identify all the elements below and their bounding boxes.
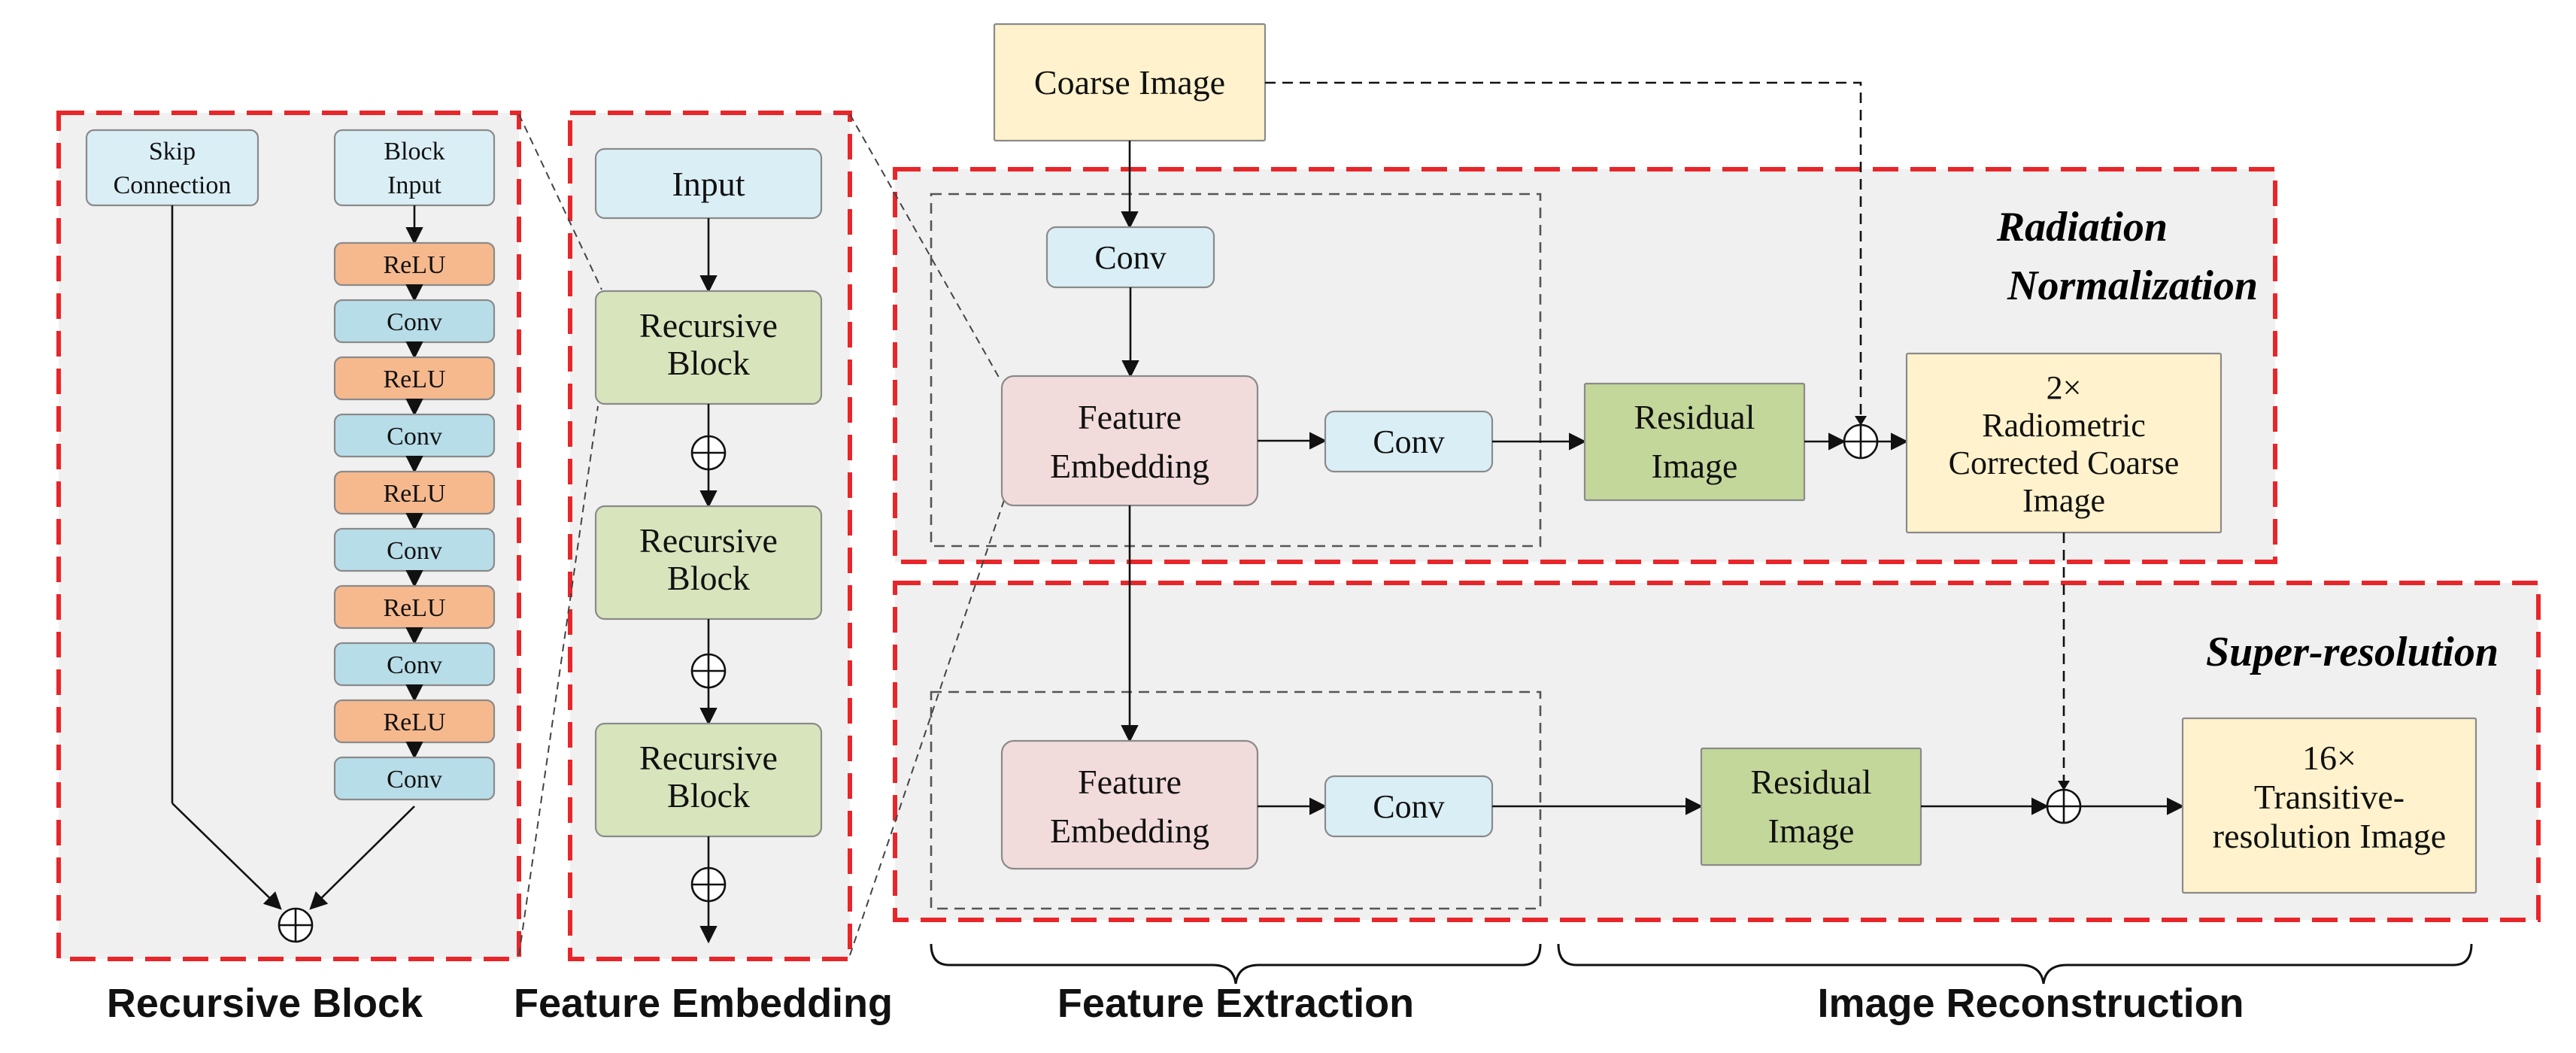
svg-text:Embedding: Embedding	[1050, 812, 1209, 850]
conv-top-node: Conv	[1045, 226, 1215, 289]
zoom-line-1	[518, 114, 602, 290]
svg-text:Residual: Residual	[1751, 763, 1872, 801]
conv-layer-10: Conv	[333, 756, 496, 801]
input-node: Input	[594, 147, 823, 220]
svg-text:Block: Block	[667, 344, 750, 382]
svg-text:ReLU: ReLU	[383, 366, 445, 393]
svg-text:Feature: Feature	[1078, 763, 1182, 801]
feature-embedding-node-1: Feature Embedding	[1000, 375, 1259, 507]
radiation-label-line2: Normalization	[2007, 262, 2258, 309]
conv-layer-8: Conv	[333, 642, 496, 687]
svg-text:2×: 2×	[2047, 369, 2082, 406]
skip-connection-node: Skip Connection	[85, 129, 259, 207]
output-2x-node: 2× Radiometric Corrected Coarse Image	[1905, 352, 2223, 534]
feature-extraction-box-top	[930, 193, 1542, 548]
feature-extraction-box-bottom	[930, 690, 1542, 910]
conv-node-1: Conv	[1324, 410, 1494, 473]
conv-layer-4: Conv	[333, 413, 496, 458]
residual-image-node-2: Residual Image	[1700, 747, 1922, 866]
svg-text:Conv: Conv	[1373, 423, 1444, 460]
conv-node-2: Conv	[1324, 775, 1494, 838]
coarse-skip-dashed	[1265, 81, 1862, 423]
svg-text:Image: Image	[1768, 812, 1855, 850]
label-feature-extraction: Feature Extraction	[1057, 981, 1414, 1026]
svg-text:Block: Block	[667, 776, 750, 815]
relu-layer-1: ReLU	[333, 241, 496, 287]
relu-layer-5: ReLU	[333, 470, 496, 515]
svg-text:Conv: Conv	[1373, 788, 1444, 825]
label-recursive-block: Recursive Block	[107, 981, 423, 1026]
sum-node-fe-2	[690, 653, 727, 689]
brace-image-reconstruction	[1557, 943, 2473, 985]
svg-text:Recursive: Recursive	[639, 306, 778, 344]
svg-text:Conv: Conv	[387, 651, 442, 679]
svg-text:Image: Image	[2022, 482, 2105, 519]
svg-text:resolution Image: resolution Image	[2213, 817, 2446, 855]
output-16x-node: 16× Transitive- resolution Image	[2181, 717, 2477, 894]
relu-layer-9: ReLU	[333, 699, 496, 744]
svg-text:Block: Block	[384, 138, 445, 165]
recursive-block-1: Recursive Block	[594, 290, 823, 405]
svg-text:Feature: Feature	[1078, 398, 1182, 436]
svg-text:Input: Input	[672, 165, 745, 203]
zoom-line-2	[518, 405, 599, 956]
svg-text:Conv: Conv	[387, 308, 442, 336]
svg-text:ReLU: ReLU	[383, 594, 445, 622]
label-feature-embedding: Feature Embedding	[514, 981, 893, 1026]
svg-text:ReLU: ReLU	[383, 251, 445, 279]
svg-text:Input: Input	[387, 171, 441, 199]
svg-text:Conv: Conv	[387, 423, 442, 451]
svg-text:Connection: Connection	[114, 171, 232, 199]
svg-text:Residual: Residual	[1634, 398, 1755, 436]
svg-text:Conv: Conv	[387, 537, 442, 565]
relu-layer-7: ReLU	[333, 584, 496, 630]
recursive-block-2: Recursive Block	[594, 505, 823, 621]
block-input-node: Block Input	[333, 129, 496, 207]
label-image-reconstruction: Image Reconstruction	[1817, 981, 2244, 1026]
super-resolution-label: Super-resolution	[2206, 629, 2499, 675]
feature-embedding-node-2: Feature Embedding	[1000, 739, 1259, 870]
svg-text:Conv: Conv	[387, 766, 442, 794]
relu-layer-3: ReLU	[333, 356, 496, 401]
svg-text:16×: 16×	[2302, 739, 2356, 777]
sum-node-fe-3	[690, 866, 727, 903]
conv-layer-6: Conv	[333, 527, 496, 572]
conv-layer-2: Conv	[333, 299, 496, 344]
zoom-line-4	[849, 499, 1005, 956]
svg-text:ReLU: ReLU	[383, 480, 445, 508]
conv-to-sum	[309, 806, 415, 910]
brace-feature-extraction	[930, 943, 1542, 985]
coarse-image-node: Coarse Image	[993, 23, 1267, 142]
sum-node-superres	[2046, 788, 2082, 824]
svg-text:Recursive: Recursive	[639, 521, 778, 560]
svg-text:Skip: Skip	[149, 138, 196, 165]
svg-text:ReLU: ReLU	[383, 709, 445, 736]
svg-text:Corrected Coarse: Corrected Coarse	[1949, 445, 2180, 481]
svg-text:Embedding: Embedding	[1050, 447, 1209, 485]
sum-node-radiation	[1843, 423, 1879, 460]
svg-text:Image: Image	[1652, 447, 1738, 485]
svg-text:Radiometric: Radiometric	[1982, 407, 2146, 444]
sum-node-fe-1	[690, 435, 727, 471]
svg-text:Transitive-: Transitive-	[2254, 778, 2405, 816]
residual-image-node-1: Residual Image	[1583, 382, 1806, 502]
svg-text:Block: Block	[667, 559, 750, 597]
recursive-block-3: Recursive Block	[594, 722, 823, 838]
svg-text:Coarse Image: Coarse Image	[1034, 63, 1225, 102]
radiation-label-line1: Radiation	[1996, 204, 2168, 250]
sum-node-recursive-block	[278, 907, 314, 943]
svg-text:Recursive: Recursive	[639, 739, 778, 777]
skip-to-sum	[171, 803, 282, 910]
svg-text:Conv: Conv	[1094, 239, 1166, 276]
